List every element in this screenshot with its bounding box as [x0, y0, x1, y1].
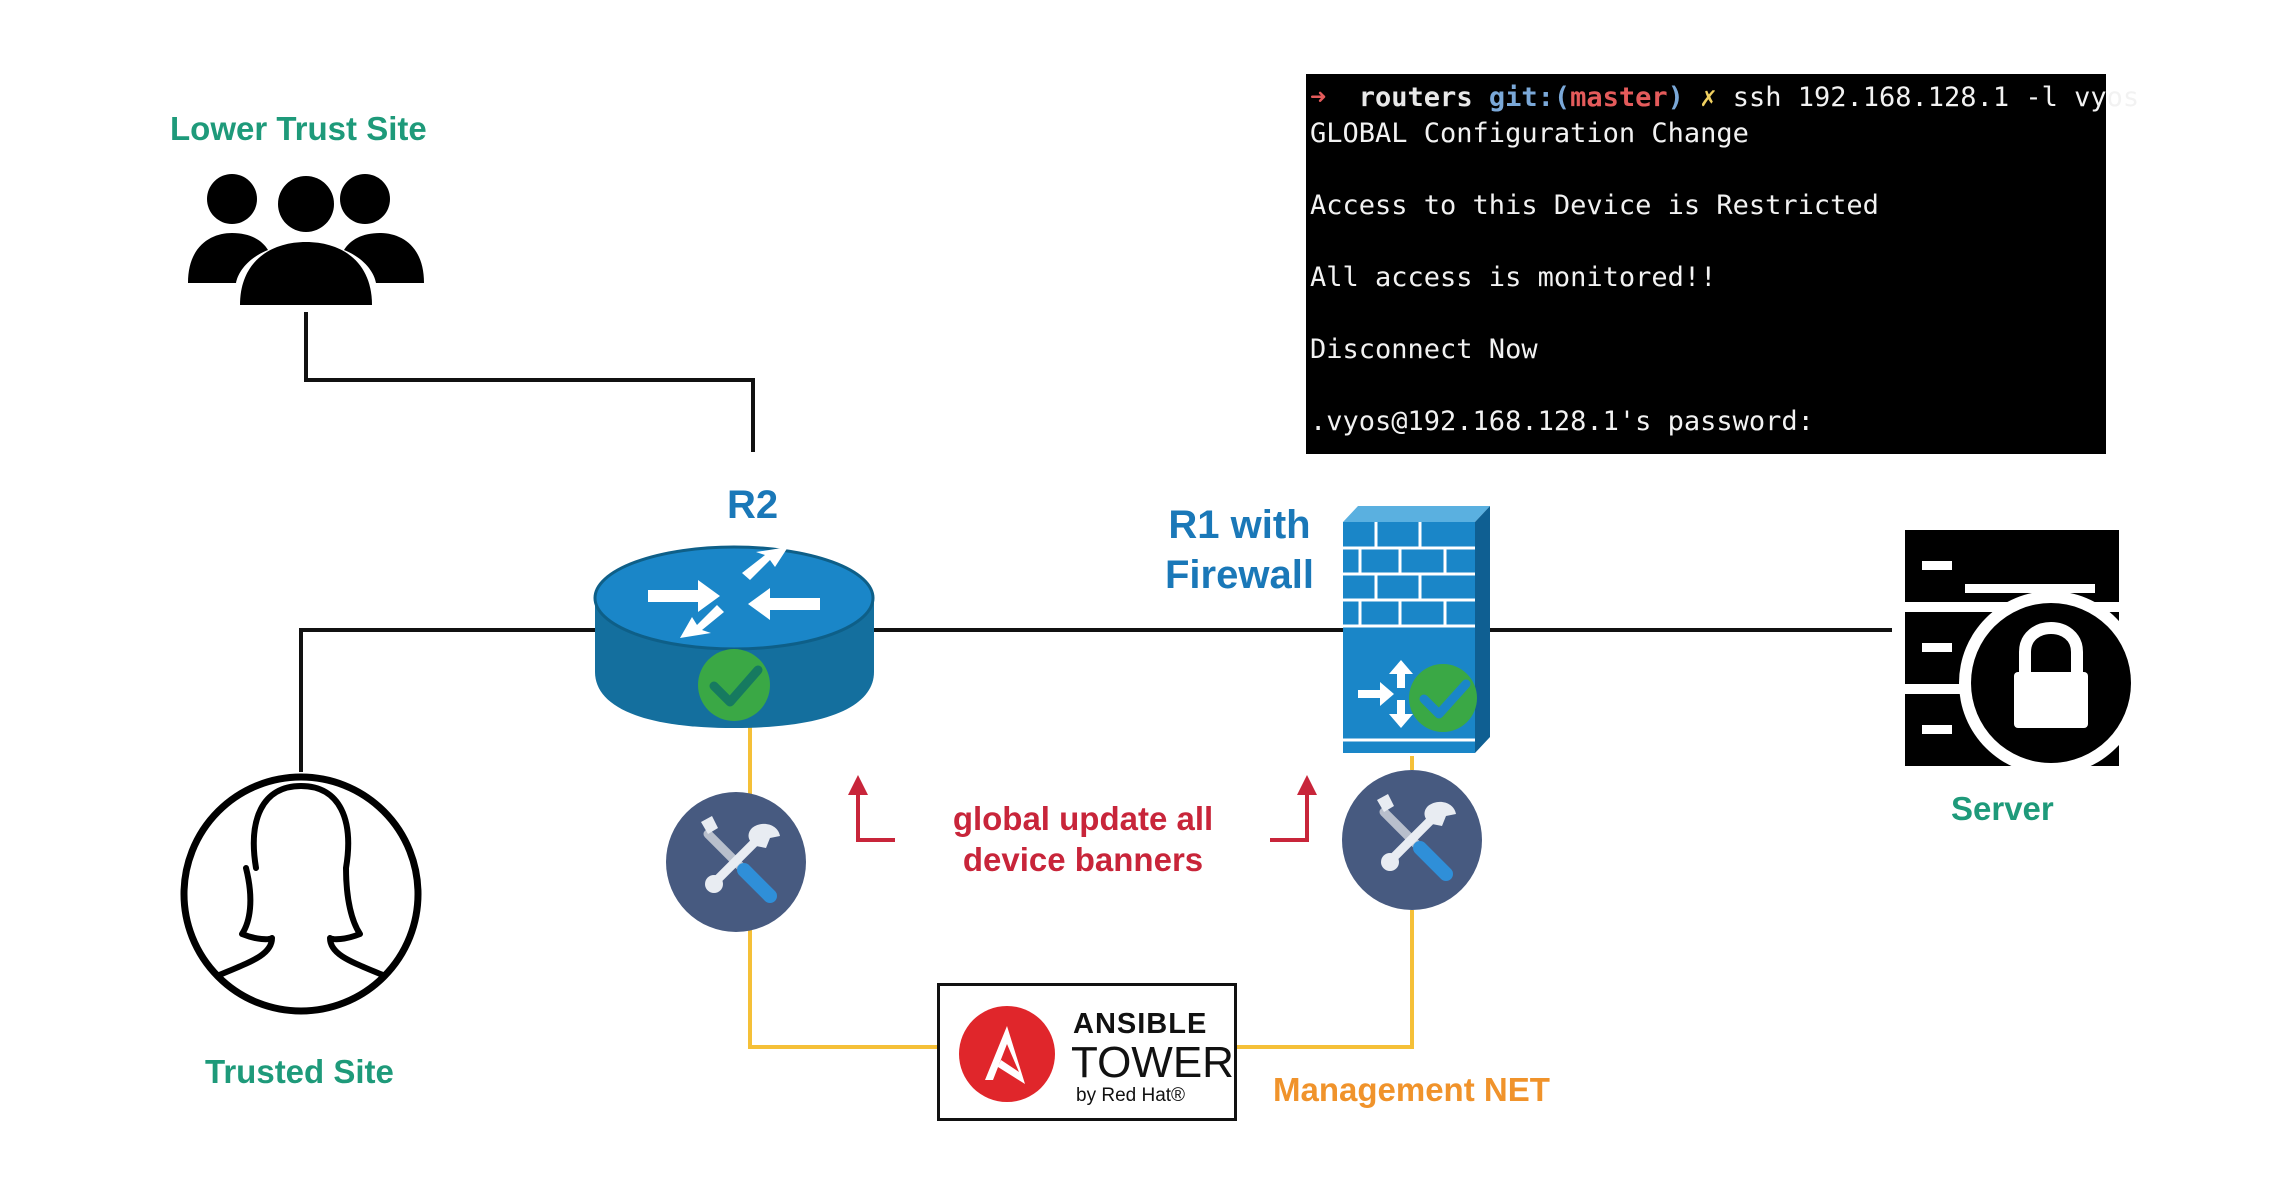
users-group-icon — [188, 174, 424, 305]
terminal-line — [1310, 152, 2102, 188]
prompt-directory: routers — [1358, 82, 1473, 113]
r1-label: R1 with Firewall — [1165, 500, 1314, 600]
update-arrow-left — [848, 775, 895, 842]
prompt-arrow-icon: ➜ — [1310, 82, 1327, 113]
prompt-command: ssh 192.168.128.1 -l vyos — [1732, 82, 2140, 113]
global-update-line2: device banners — [962, 841, 1204, 879]
terminal-line: All access is monitored!! — [1310, 262, 1717, 293]
tower-wordmark: TOWER — [1071, 1038, 1234, 1087]
terminal-line: GLOBAL Configuration Change — [1310, 118, 1749, 149]
check-circle-icon — [698, 649, 770, 721]
mgmt-link-r2-tower — [748, 928, 937, 1049]
ansible-logo — [959, 1006, 1055, 1102]
r2-label: R2 — [727, 483, 779, 527]
lower-trust-site-label: Lower Trust Site — [170, 110, 427, 147]
terminal-line: .vyos@192.168.128.1's password: — [1310, 406, 1814, 437]
ansible-tower-box: ANSIBLE TOWER by Red Hat® — [937, 983, 1237, 1121]
by-red-hat-text: by Red Hat® — [1076, 1085, 1186, 1106]
server-lock-icon — [1905, 530, 2143, 775]
prompt-dirty-icon: ✗ — [1700, 82, 1717, 113]
wrench-screwdriver-icon — [1342, 770, 1482, 910]
update-arrow-right — [1270, 775, 1317, 842]
management-links — [748, 724, 1414, 1049]
server-label: Server — [1951, 790, 2054, 827]
terminal-line: Access to this Device is Restricted — [1310, 190, 1879, 221]
terminal-line — [1310, 368, 2102, 404]
r1-label-line1: R1 with — [1168, 503, 1311, 547]
prompt-git: git:( — [1488, 82, 1571, 113]
terminal-window: ➜ routers git:(master) ✗ ssh 192.168.128… — [1306, 74, 2139, 454]
global-update-line1: global update all — [952, 800, 1214, 837]
terminal-line — [1310, 296, 2102, 332]
check-circle-icon — [1409, 664, 1477, 732]
trusted-site-label: Trusted Site — [205, 1053, 394, 1090]
terminal-line: Disconnect Now — [1310, 334, 1538, 365]
user-female-icon — [180, 773, 422, 1015]
prompt-git-close: ) — [1667, 82, 1684, 113]
link-trusted-to-r2 — [299, 628, 595, 772]
global-update-label: global update all device banners — [943, 798, 1223, 881]
prompt-branch: master — [1570, 82, 1668, 113]
terminal-prompt-line: ➜ routers git:(master) ✗ ssh 192.168.128… — [1310, 80, 2139, 116]
mgmt-link-r1-tower — [1237, 910, 1414, 1049]
ansible-wordmark: ANSIBLE — [1073, 1008, 1208, 1040]
management-net-label: Management NET — [1273, 1071, 1550, 1108]
r1-label-line2: Firewall — [1165, 553, 1314, 597]
wrench-screwdriver-icon — [666, 792, 806, 932]
network-links — [299, 312, 1892, 772]
link-lower-trust-to-r2 — [304, 312, 755, 452]
terminal-line — [1310, 224, 2102, 260]
